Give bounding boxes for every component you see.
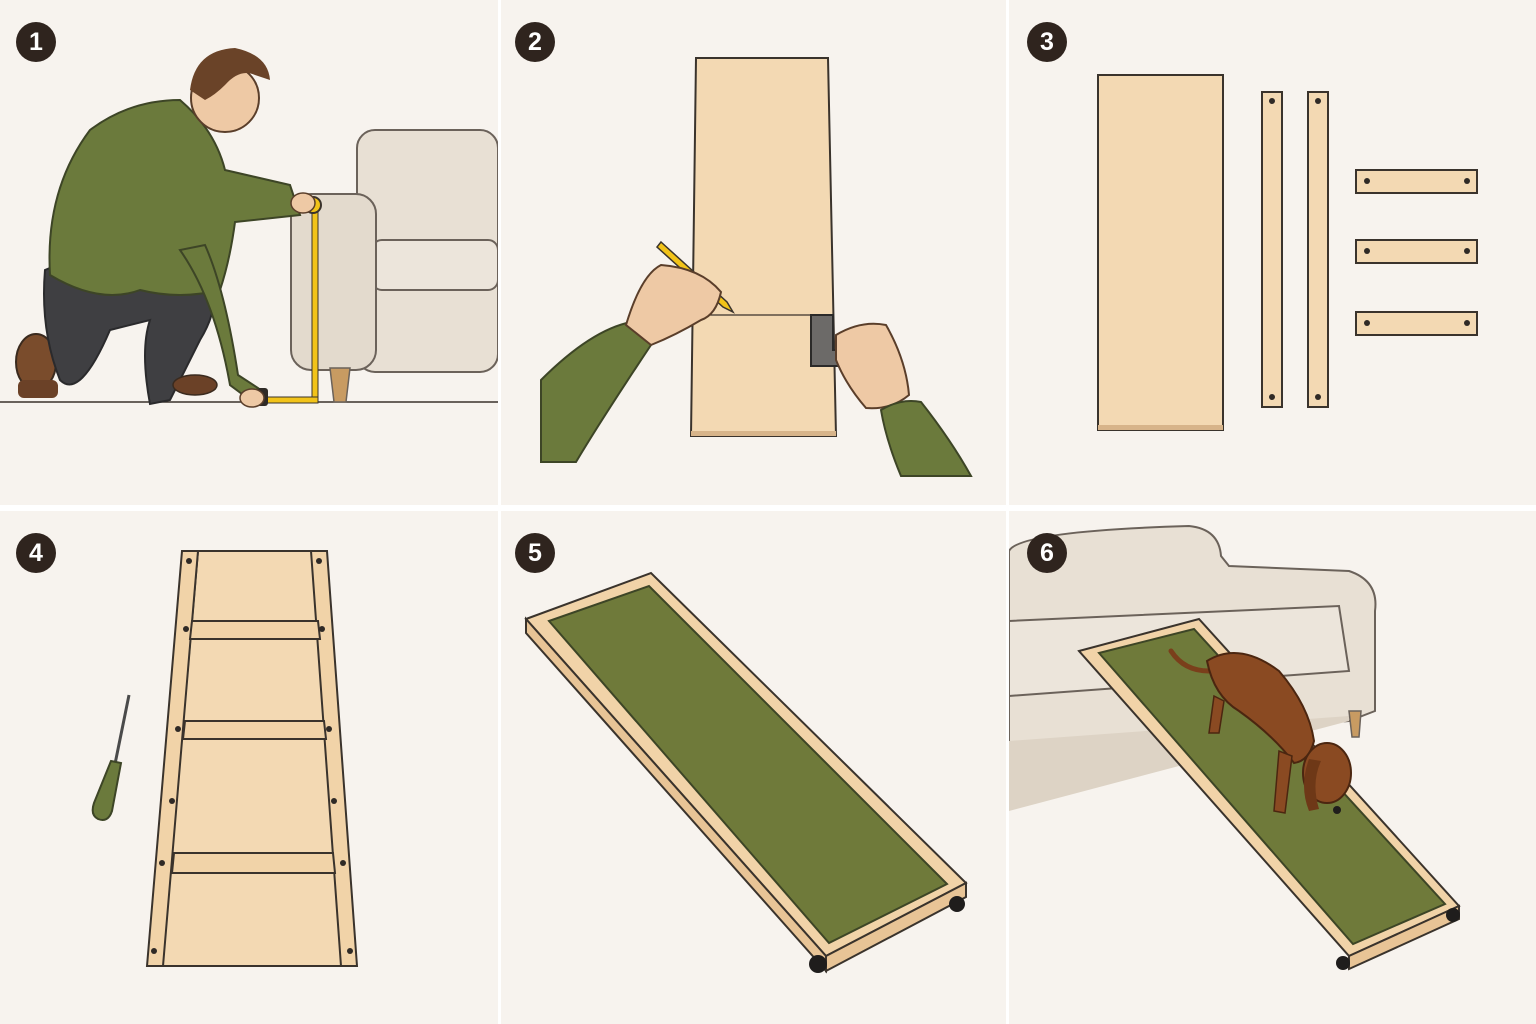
side-rail-right	[1307, 91, 1329, 408]
cross-slat	[170, 852, 337, 874]
dog-on-ramp-illustration	[1009, 524, 1461, 971]
mark-cut-illustration	[540, 57, 973, 477]
right-hand	[835, 322, 911, 410]
step-number-badge: 3	[1027, 22, 1067, 62]
cross-slat	[1355, 239, 1478, 264]
cross-slat	[1355, 311, 1478, 336]
left-hand	[624, 263, 723, 347]
step-number-badge: 1	[16, 22, 56, 62]
sweater	[48, 98, 302, 296]
wheel	[1336, 956, 1350, 970]
cross-slat	[181, 720, 328, 740]
step-2-panel: 2	[501, 0, 1006, 505]
cross-slat	[188, 620, 322, 640]
step-number-badge: 6	[1027, 533, 1067, 573]
step-6-panel: 6	[1009, 511, 1536, 1024]
wheel	[1446, 908, 1460, 922]
plywood-board	[689, 57, 838, 437]
carpeted-ramp-illustration	[524, 571, 968, 974]
measure-sofa-illustration	[0, 48, 498, 408]
step-number-badge: 4	[16, 533, 56, 573]
base-board	[1097, 74, 1224, 431]
cut-parts-illustration	[1097, 74, 1478, 431]
carpet-surface	[547, 584, 949, 945]
wheel	[809, 955, 827, 973]
step-number-badge: 2	[515, 22, 555, 62]
step-5-panel: 5	[501, 511, 1006, 1024]
cross-slat	[1355, 169, 1478, 194]
screwdriver-icon	[91, 694, 131, 821]
side-rail-left	[1261, 91, 1283, 408]
step-4-panel: 4	[0, 511, 498, 1024]
assemble-frame-illustration	[91, 550, 359, 967]
step-number-badge: 5	[515, 533, 555, 573]
step-3-panel: 3	[1009, 0, 1536, 505]
carpet-surface	[1097, 627, 1447, 946]
step-1-panel: 1	[0, 0, 498, 505]
wheel	[949, 896, 965, 912]
right-sleeve	[879, 400, 973, 477]
screws	[151, 558, 353, 954]
man-measuring	[15, 48, 316, 408]
left-sleeve	[540, 320, 653, 463]
sofa	[290, 129, 498, 403]
dachshund	[1168, 648, 1352, 814]
